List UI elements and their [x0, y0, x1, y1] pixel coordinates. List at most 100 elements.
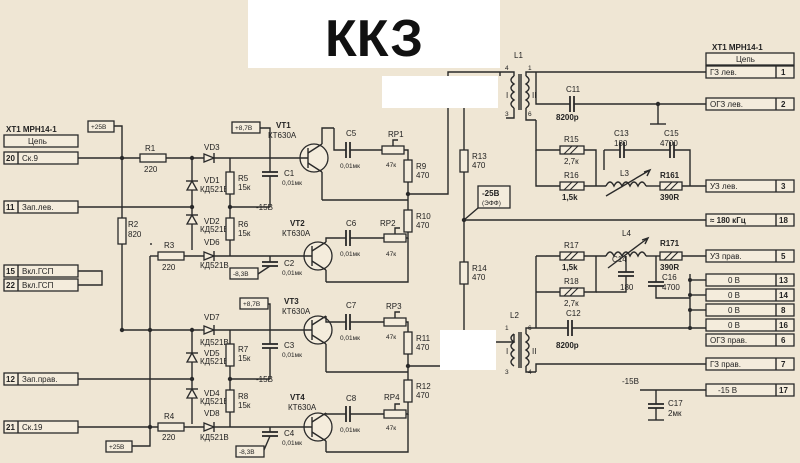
VT1-value: КТ630А [268, 131, 297, 140]
C7-ref: C7 [346, 301, 357, 310]
R8-value: 15к [238, 401, 251, 410]
R171-ref: R171 [660, 239, 680, 248]
R17-ref: R17 [564, 241, 579, 250]
R17-value: 1,5k [562, 263, 578, 272]
R16-value: 1,5k [562, 193, 578, 202]
right-pin-18: ≈ 180 кГц 18 [705, 213, 795, 227]
R161-value: 390R [660, 193, 679, 202]
VD7-ref: VD7 [204, 313, 220, 322]
svg-text:1: 1 [505, 325, 509, 332]
VD6-value: КД521В [200, 261, 229, 270]
transistor-vt1: VT1 КТ630А [268, 121, 334, 200]
VD8-ref: VD8 [204, 409, 220, 418]
left-pin-22-label: Вкл.ГСП [22, 281, 54, 290]
R9 [403, 159, 413, 183]
R16 [559, 181, 585, 191]
R3-ref: R3 [164, 241, 175, 250]
C15-ref: C15 [664, 129, 679, 138]
RP4-value: 47к [386, 425, 396, 432]
right-pin-7: ГЗ прав. 7 [705, 357, 795, 371]
C7-value: 0,01мк [340, 335, 360, 342]
VD4-top [185, 351, 199, 363]
left-pin-20-num: 20 [6, 154, 15, 163]
right-connector: XT1 МРН14-1 Цепь ГЗ лев. 1 ОГЗ лев. 2 УЗ… [705, 43, 795, 397]
R10-value: 470 [416, 221, 430, 230]
R10 [403, 209, 413, 233]
VD1-value: КД521В [200, 185, 229, 194]
rail-m15-top-label: -15В [256, 203, 273, 212]
R8-ref: R8 [238, 392, 249, 401]
rail-m25-label: -25В [482, 189, 500, 198]
R4-value: 220 [162, 433, 176, 442]
C13-value: 180 [614, 139, 628, 148]
VD2-value: КД521В [200, 225, 229, 234]
VT1-ref: VT1 [276, 121, 291, 130]
RP1 [381, 145, 405, 155]
R12-ref: R12 [416, 382, 431, 391]
R8 [225, 389, 235, 413]
left-pin-22-num: 22 [6, 281, 15, 290]
C16-ref: C16 [662, 273, 677, 282]
svg-text:18: 18 [779, 216, 788, 225]
svg-text:2: 2 [781, 100, 786, 109]
RP3-value: 47к [386, 334, 396, 341]
rail-p25-bottom-label: +25В [109, 444, 124, 451]
VD3 [203, 153, 216, 163]
RP3-ref: RP3 [386, 302, 402, 311]
VD3-ref: VD3 [204, 143, 220, 152]
left-connector-name: XT1 МРН14-1 [6, 125, 57, 134]
right-pin-3: УЗ лев. 3 [705, 179, 795, 193]
C1-ref: C1 [284, 169, 295, 178]
R1-ref: R1 [145, 144, 156, 153]
svg-text:-15 В: -15 В [718, 386, 737, 395]
VD5b-value: КД521В [200, 357, 229, 366]
R6-value: 15к [238, 229, 251, 238]
svg-text:17: 17 [779, 386, 788, 395]
C12-ref: C12 [566, 309, 581, 318]
VD8 [203, 422, 216, 432]
right-connector-name: XT1 МРН14-1 [712, 43, 763, 52]
left-pin-12-label: Зап.прав. [22, 375, 58, 384]
left-pin-20 [3, 151, 79, 165]
C11-ref: C11 [566, 85, 581, 94]
C3-ref: C3 [284, 341, 295, 350]
R6-ref: R6 [238, 220, 249, 229]
R3-value: 220 [162, 263, 176, 272]
input-network: +25В R1 220 R2 820 R3 220 R4 [78, 120, 270, 453]
right-network-right-channel: R17 1,5k L4 R171 390R C14 180 R18 2,7к [535, 229, 706, 421]
VD6-ref: VD6 [204, 238, 220, 247]
svg-text:≈ 180 кГц: ≈ 180 кГц [710, 216, 746, 225]
right-connector-header-label: Цепь [736, 55, 755, 64]
RP2 [383, 233, 407, 243]
left-pin-15-label: Вкл.ГСП [22, 267, 54, 276]
svg-text:3: 3 [505, 111, 509, 118]
right-pin-5: УЗ прав. 5 [705, 249, 795, 263]
R2-value: 820 [128, 230, 142, 239]
svg-text:6: 6 [528, 111, 532, 118]
RP1-ref: RP1 [388, 130, 404, 139]
L4-ref: L4 [622, 229, 631, 238]
R7 [225, 343, 235, 367]
R2 [117, 217, 127, 245]
left-connector: XT1 МРН14-1 Цепь 20 Ск.9 11 Зап.лев. 15 … [3, 125, 103, 434]
C4-ref: C4 [284, 429, 295, 438]
L3-ref: L3 [620, 169, 629, 178]
R15-value: 2,7к [564, 157, 579, 166]
right-pin-17: -15 В 17 [705, 383, 795, 397]
C11-value: 8200p [556, 113, 579, 122]
RP1-value: 47к [386, 162, 396, 169]
C14-value: 180 [620, 283, 634, 292]
right-pin-8: 0 В 8 [705, 303, 795, 317]
R9-ref: R9 [416, 162, 427, 171]
bias-network-top: VD3 VD1 КД521В VD2 КД521В VD6 КД521В R5 … [185, 121, 302, 280]
VD5-value: КД521В [200, 338, 229, 347]
left-pin-11-label: Зап.лев. [22, 203, 53, 212]
right-connector-header [705, 52, 795, 66]
R5 [225, 171, 235, 195]
VT4-value: КТ630А [288, 403, 317, 412]
svg-text:13: 13 [779, 276, 788, 285]
R15 [559, 145, 585, 155]
left-pin-15-num: 15 [6, 267, 15, 276]
R11-ref: R11 [416, 334, 431, 343]
R18-ref: R18 [564, 277, 579, 286]
